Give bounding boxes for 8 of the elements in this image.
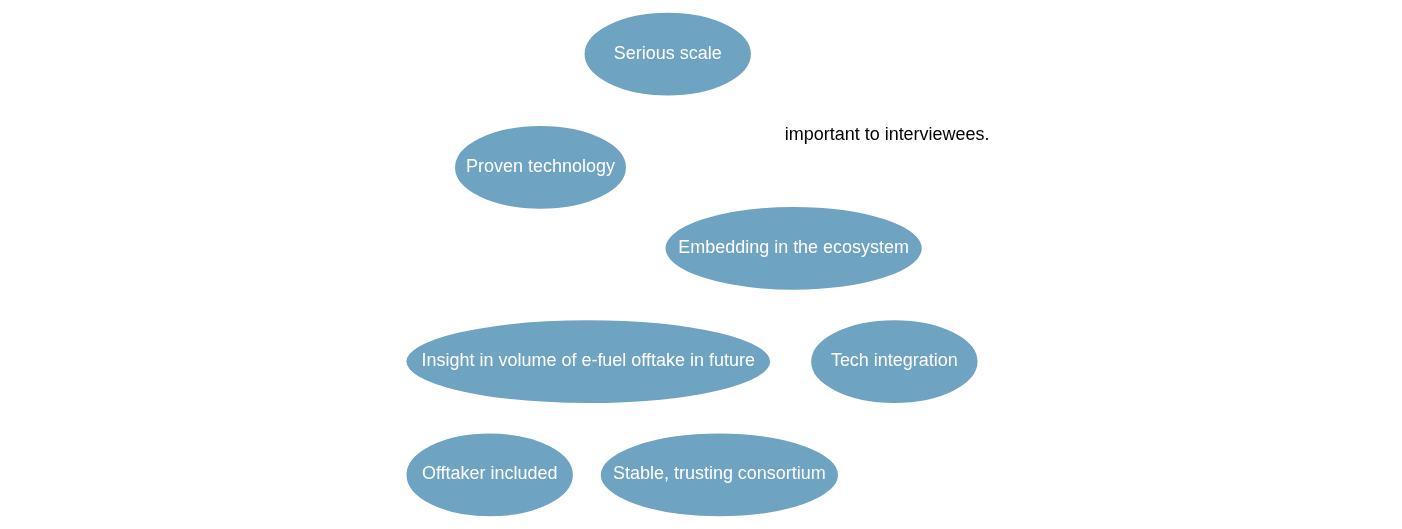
node-ellipse: Tech integration: [809, 318, 980, 405]
node-ellipse: Embedding in the ecosystem: [663, 205, 924, 292]
node-ellipse: Proven technology: [453, 124, 628, 211]
node-ellipse: Insight in volume of e-fuel offtake in future: [404, 318, 772, 405]
node-ellipse: Offtaker included: [404, 431, 575, 519]
label: important to interviewees.: [784, 123, 990, 144]
node-ellipse: Stable, trusting consortium: [598, 431, 840, 519]
node-ellipse: Serious scale: [582, 10, 753, 98]
